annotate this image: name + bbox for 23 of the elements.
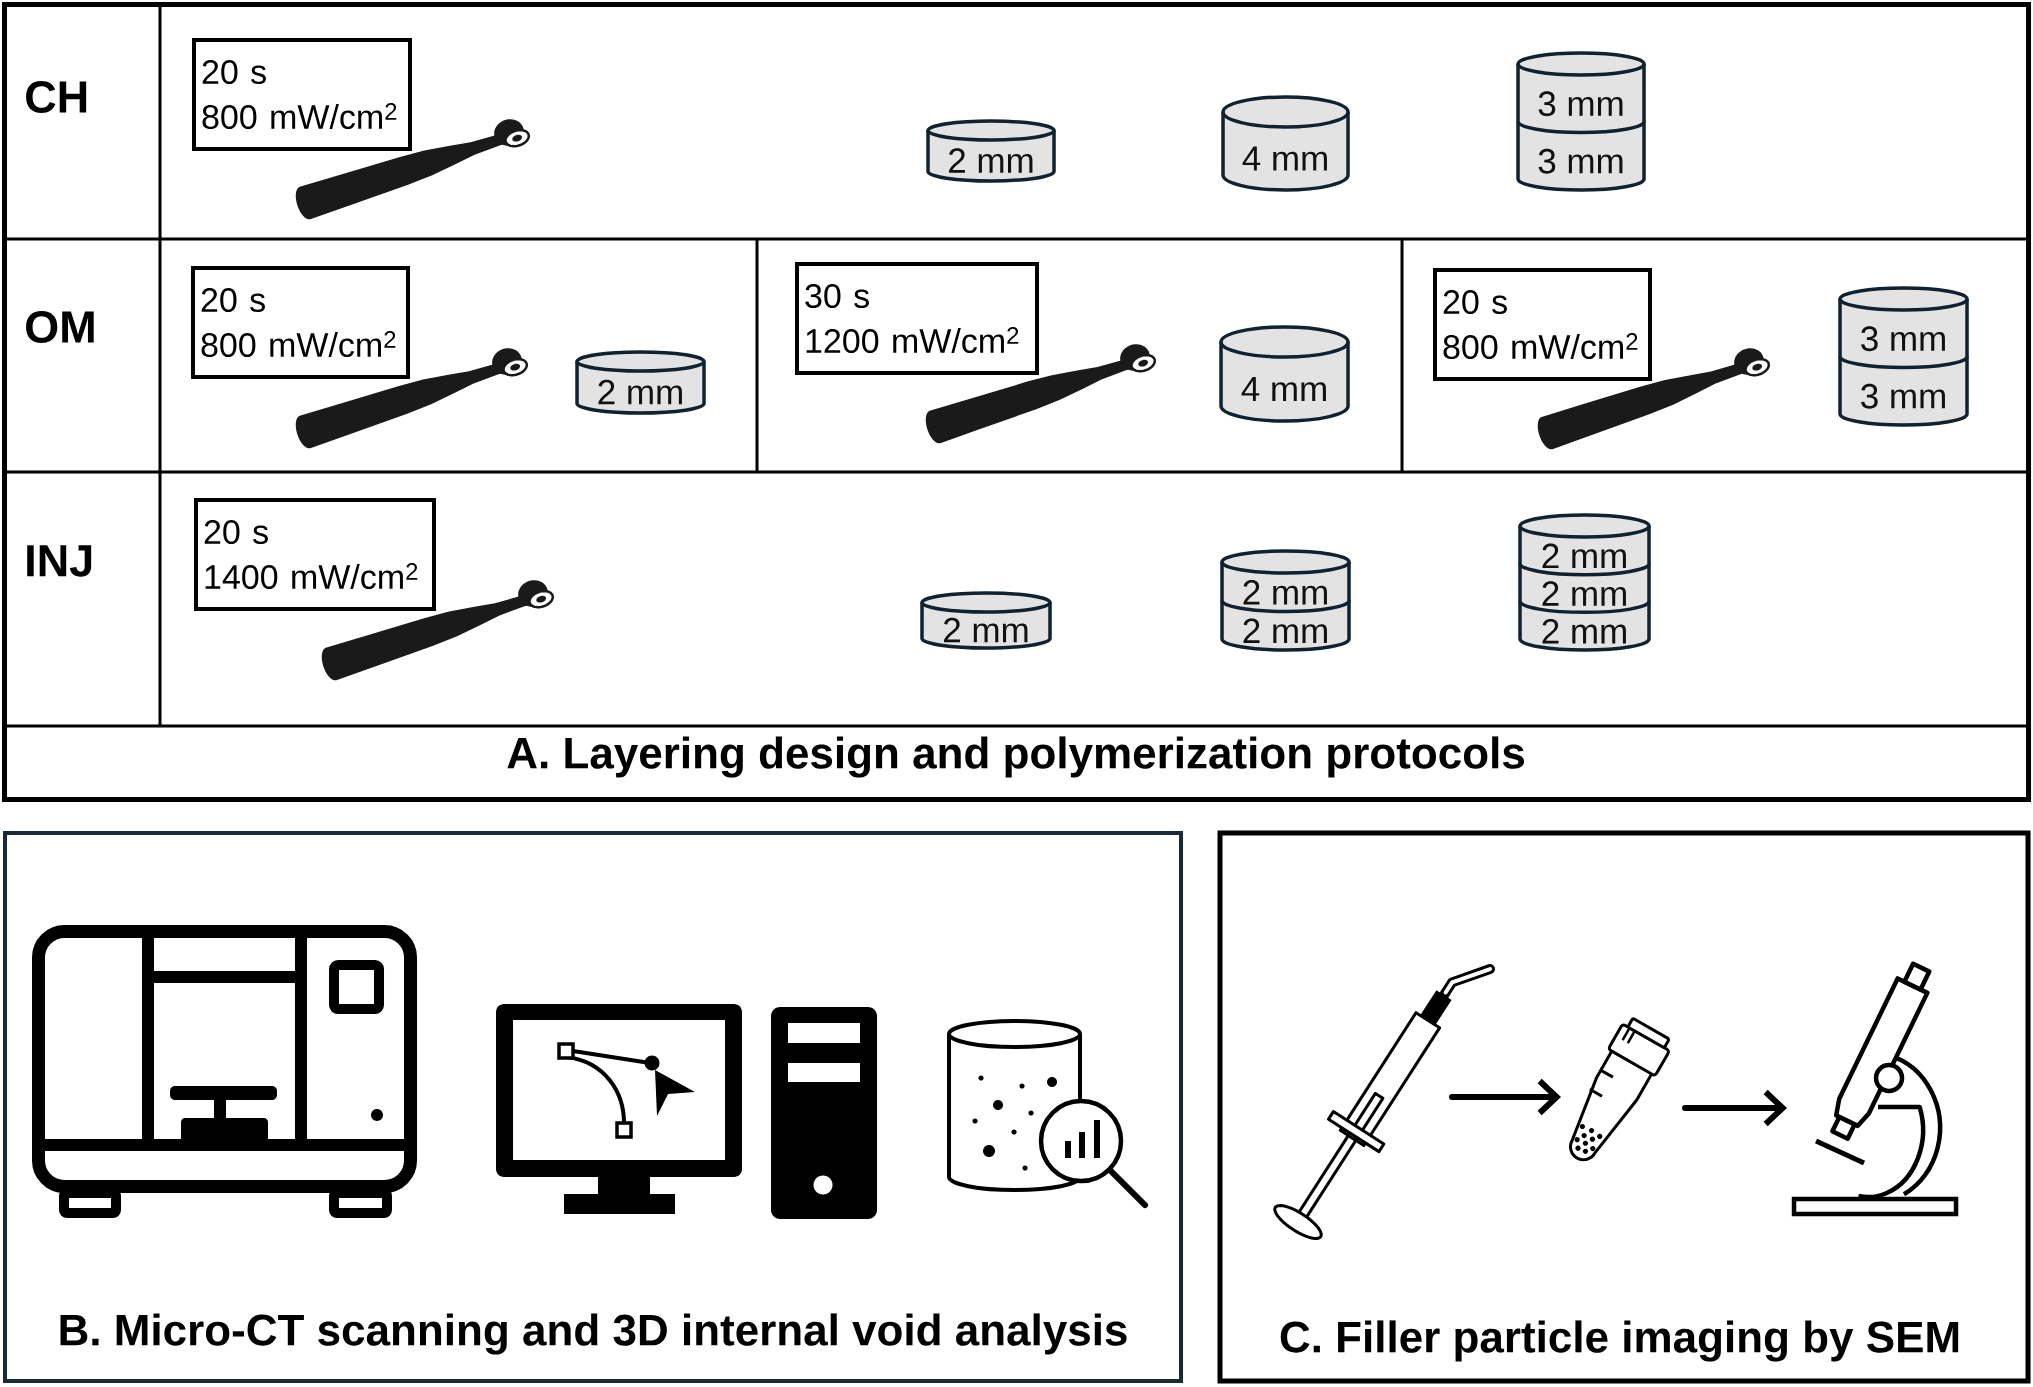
cylinder: 3 mm 3 mm [1516, 51, 1646, 192]
text-box: 20 s 800 mW/cm$^{2}$ [191, 266, 410, 379]
panel-title: C. Filler particle imaging by SEM [1280, 1320, 1959, 1362]
syringe [1273, 964, 1495, 1240]
panel-title: A. Layering design and polymerization protocols [507, 736, 1524, 778]
text-box: 20 s 800 mW/cm$^{2}$ [1433, 268, 1652, 381]
microscope [1791, 961, 1959, 1217]
cylinder: 4 mm [1219, 325, 1350, 423]
cylinder: 2 mm [920, 591, 1052, 650]
cylinder: 3 mm 3 mm [1838, 286, 1969, 427]
row-label: INJ [27, 545, 92, 577]
cylinder: 2 mm [926, 119, 1056, 183]
cylinder: 2 mm [575, 350, 706, 415]
cylinder: 2 mm 2 mm 2 mm [1518, 513, 1651, 652]
sample-tube [1569, 1017, 1671, 1162]
row-label: OM [26, 311, 94, 343]
text-box: 30 s 1200 mW/cm$^{2}$ [795, 262, 1039, 375]
cylinder: 4 mm [1221, 95, 1350, 192]
row-label: CH [26, 81, 87, 113]
text-box: 20 s 1400 mW/cm$^{2}$ [194, 498, 436, 611]
panel-title: B. Micro-CT scanning and 3D internal void analysis [60, 1313, 1127, 1355]
text-box: 20 s 800 mW/cm$^{2}$ [192, 38, 412, 151]
cylinder: 2 mm 2 mm [1220, 549, 1351, 652]
